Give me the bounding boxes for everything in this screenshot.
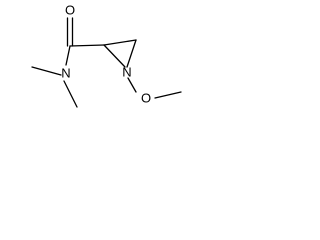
ring-c3-n-bond bbox=[126, 39, 137, 68]
methoxy-oxygen-label: O bbox=[141, 91, 151, 106]
n-methyl-bond-left bbox=[31, 66, 62, 76]
n-methyl-bond-down bbox=[63, 80, 78, 108]
carbonyl-to-ring-bond bbox=[69, 44, 105, 47]
methoxy-methyl-bond bbox=[154, 91, 182, 99]
molecule-structure: O N N O bbox=[31, 3, 182, 108]
aziridine-nitrogen-label: N bbox=[122, 65, 131, 80]
carbonyl-oxygen-label: O bbox=[65, 3, 75, 18]
amide-carbon-nitrogen-bond bbox=[65, 45, 71, 66]
amide-nitrogen-label: N bbox=[61, 66, 70, 81]
ring-nitrogen-to-oxygen-bond bbox=[127, 77, 137, 93]
ring-c2-n-bond bbox=[103, 44, 126, 68]
ring-c2-c3-bond bbox=[103, 39, 137, 46]
